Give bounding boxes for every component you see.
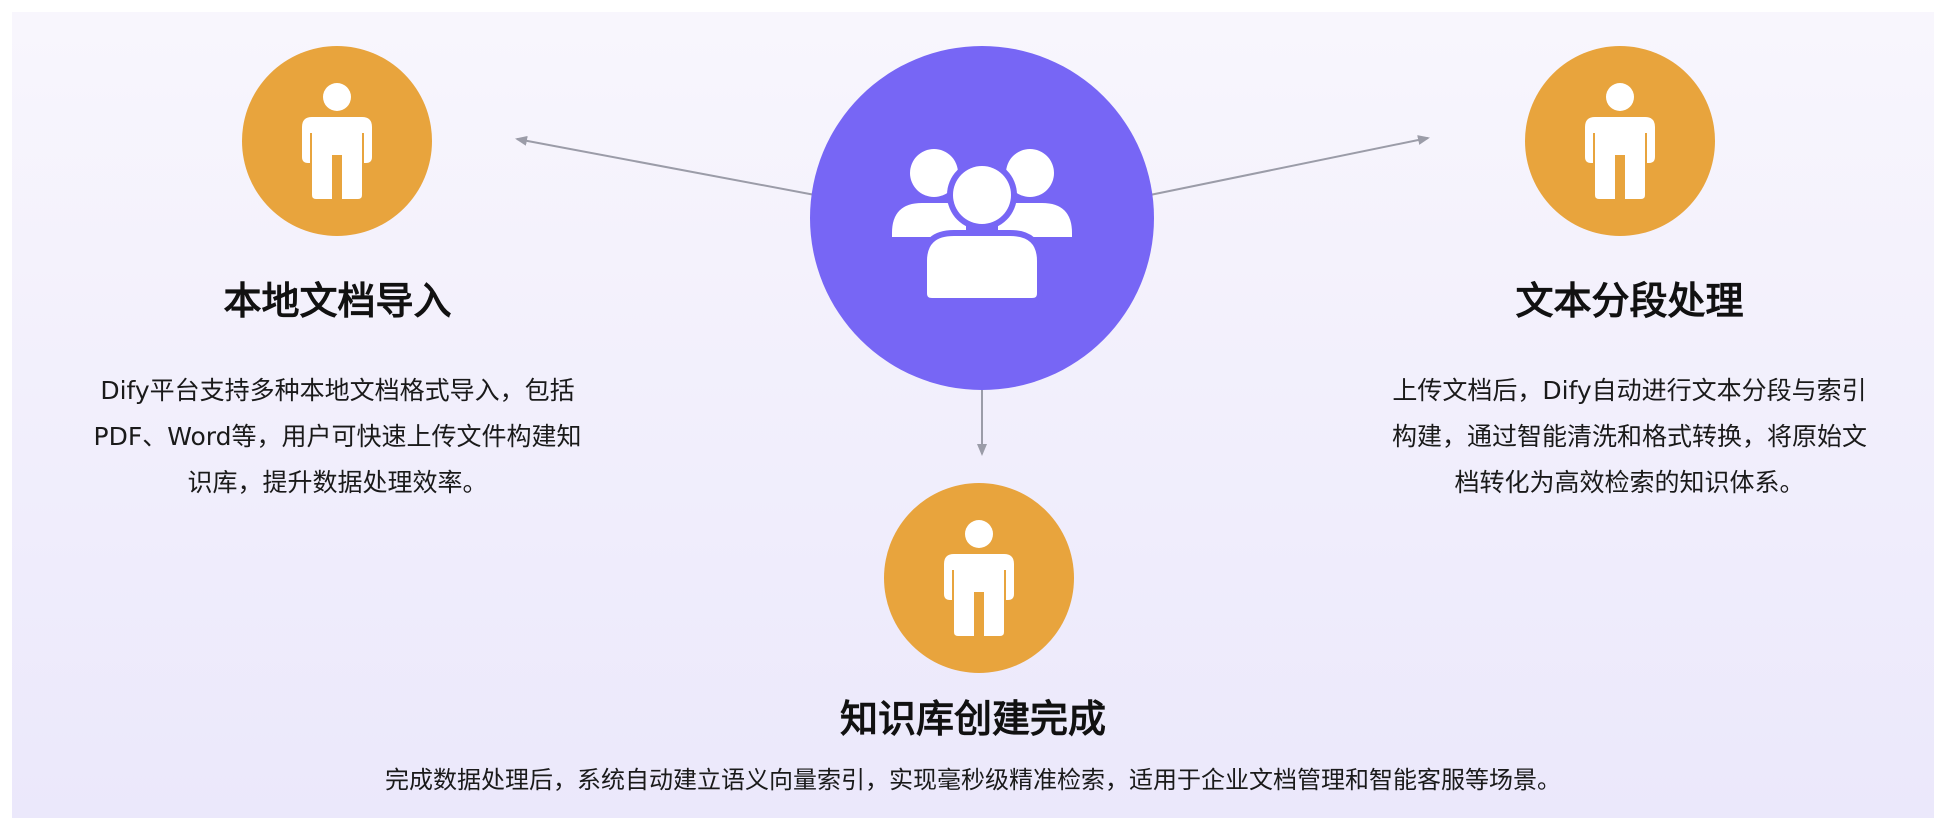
desc-line: 识库，提升数据处理效率。: [187, 468, 488, 497]
node-description: 上传文档后，Dify自动进行文本分段与索引 构建，通过智能清洗和格式转换，将原始…: [1312, 368, 1946, 506]
arrow-to-right-node: [1149, 135, 1430, 196]
node-description: 完成数据处理后，系统自动建立语义向量索引，实现毫秒级精准检索，适用于企业文档管理…: [150, 760, 1796, 800]
desc-line: 构建，通过智能清洗和格式转换，将原始文: [1391, 422, 1867, 451]
desc-line: PDF、Word等，用户可快速上传文件构建知: [93, 422, 582, 451]
desc-line: Dify平台支持多种本地文档格式导入，包括: [100, 376, 575, 405]
arrow-to-left-node: [515, 135, 816, 196]
person-icon: [302, 83, 372, 199]
node-description: Dify平台支持多种本地文档格式导入，包括 PDF、Word等，用户可快速上传文…: [20, 368, 655, 506]
desc-line: 档转化为高效检索的知识体系。: [1454, 468, 1805, 497]
node-title: 文本分段处理: [1515, 279, 1744, 323]
node-text-chunking: [1525, 46, 1715, 236]
person-icon: [944, 520, 1014, 636]
node-local-import: [242, 46, 432, 236]
desc-line: 完成数据处理后，系统自动建立语义向量索引，实现毫秒级精准检索，适用于企业文档管理…: [385, 766, 1561, 794]
group-icon: [892, 149, 1072, 303]
center-group-node: [810, 46, 1154, 390]
node-kb-complete: [884, 483, 1074, 673]
desc-line: 上传文档后，Dify自动进行文本分段与索引: [1392, 376, 1867, 405]
node-title: 本地文档导入: [223, 279, 452, 323]
person-icon: [1585, 83, 1655, 199]
node-title: 知识库创建完成: [839, 697, 1106, 741]
